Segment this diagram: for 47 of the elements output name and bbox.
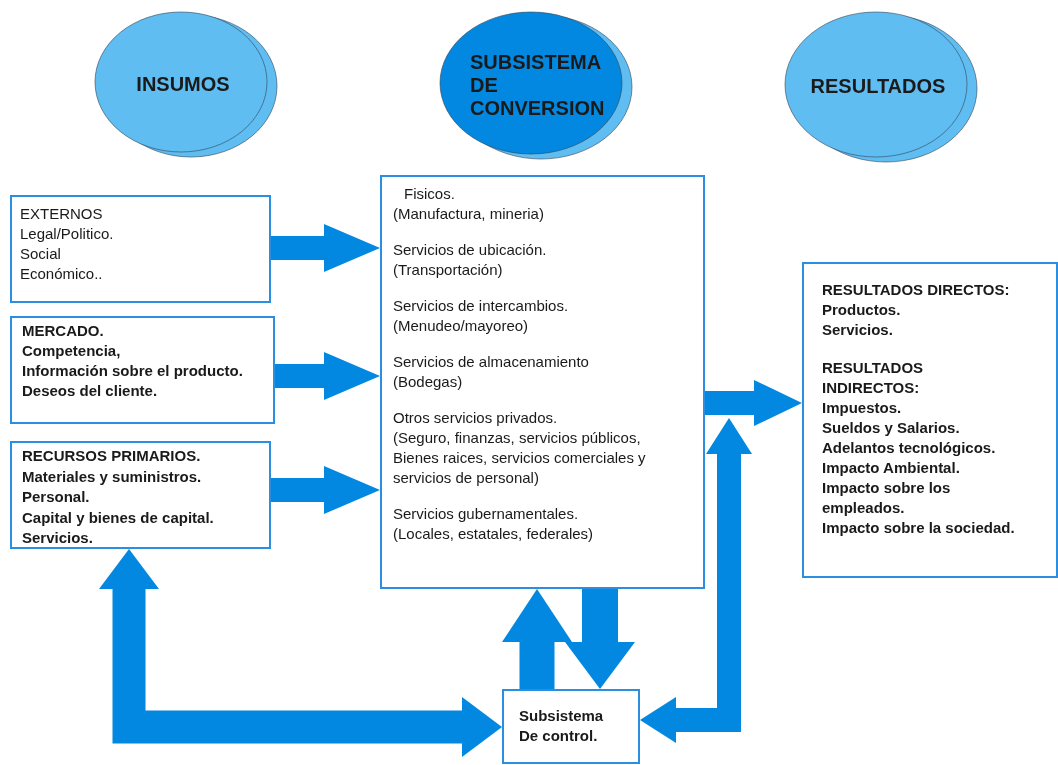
box-text: Social: [20, 244, 61, 264]
box-text: (Seguro, finanzas, servicios públicos, Bienes raices, servicios comerciales y servicios de personal): [393, 428, 647, 488]
block-arrow: [99, 549, 502, 757]
box-text: Impacto sobre la sociedad.: [822, 518, 1015, 538]
box-text: Impuestos.: [822, 398, 902, 418]
box-heading: MERCADO.: [22, 321, 104, 341]
box-heading: Fisicos.: [404, 184, 455, 204]
box-heading: EXTERNOS: [20, 204, 103, 224]
box-text: Servicios de intercambios.: [393, 296, 569, 316]
box-text: (Bodegas): [393, 372, 463, 392]
box-text: Servicios de ubicación.: [393, 240, 547, 260]
box-text: (Transportación): [393, 260, 503, 280]
box-text: Materiales y suministros.: [22, 466, 202, 487]
box-text: Servicios de almacenamiento: [393, 352, 589, 372]
box-text: Capital y bienes de capital.: [22, 507, 214, 528]
box-heading: RECURSOS PRIMARIOS.: [22, 446, 201, 466]
ellipse-label: SUBSISTEMA DE CONVERSION: [470, 50, 606, 120]
box-text: Deseos del cliente.: [22, 381, 158, 401]
box-text: Personal.: [22, 487, 90, 507]
ellipse-label: INSUMOS: [136, 72, 230, 96]
box-text: Económico..: [20, 264, 103, 284]
box-text: RESULTADOS INDIRECTOS:: [822, 358, 925, 398]
box-heading: Subsistema De control.: [519, 706, 605, 746]
text-box: [10, 316, 275, 424]
box-text: Otros servicios privados.: [393, 408, 558, 428]
box-text: Productos.: [822, 300, 901, 320]
box-text: (Manufactura, mineria): [393, 204, 544, 224]
box-text: (Menudeo/mayoreo): [393, 316, 529, 336]
box-heading: RESULTADOS DIRECTOS:: [822, 280, 1010, 300]
box-text: Impacto sobre los empleados.: [822, 478, 952, 518]
text-box: [10, 441, 271, 549]
block-arrow: [640, 418, 752, 743]
text-box: [802, 262, 1058, 578]
text-box: [502, 689, 640, 764]
box-text: Servicios.: [22, 528, 93, 548]
box-text: Servicios.: [822, 320, 893, 340]
text-box: [380, 175, 705, 589]
box-text: Servicios gubernamentales.: [393, 504, 579, 524]
box-text: Adelantos tecnológicos.: [822, 438, 996, 458]
text-box: [10, 195, 271, 303]
box-text: Información sobre el producto.: [22, 361, 243, 381]
box-text: (Locales, estatales, federales): [393, 524, 594, 544]
box-text: Legal/Politico.: [20, 224, 114, 244]
ellipse-label: RESULTADOS: [810, 75, 946, 98]
box-text: Sueldos y Salarios.: [822, 418, 960, 438]
box-text: Impacto Ambiental.: [822, 458, 960, 478]
box-text: Competencia,: [22, 341, 121, 361]
